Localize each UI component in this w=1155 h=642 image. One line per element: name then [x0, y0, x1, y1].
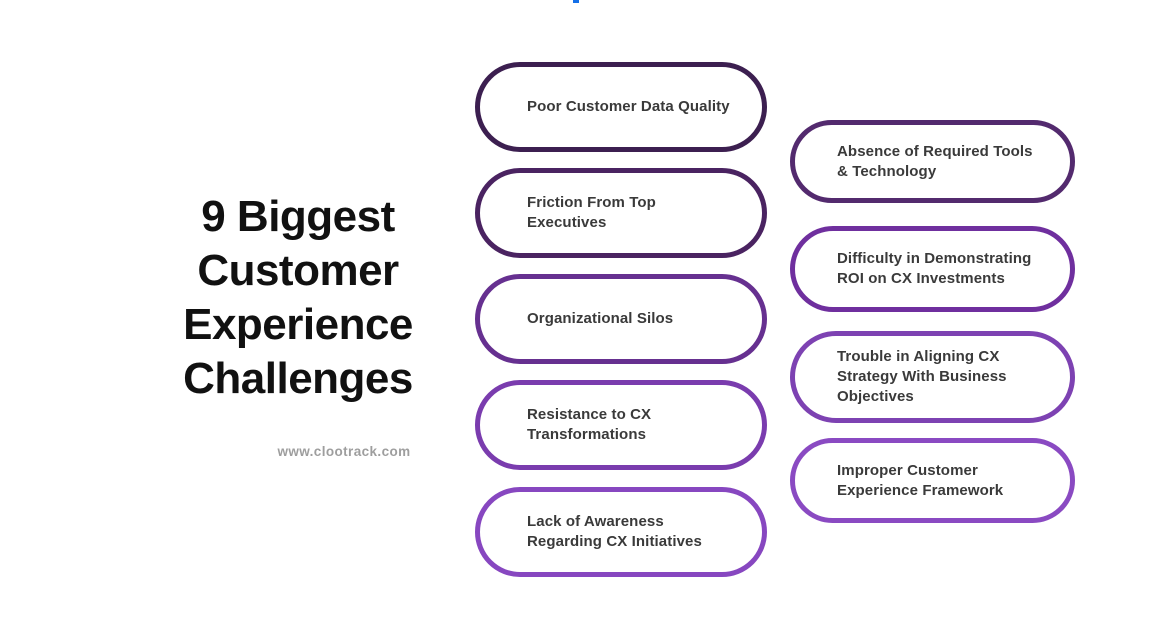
challenge-pill-poor-customer-data-quality: Poor Customer Data Quality	[475, 62, 767, 152]
challenge-pill-difficulty-demonstrating-roi: Difficulty in Demonstrating ROI on CX In…	[790, 226, 1075, 312]
page-title: 9 Biggest Customer Experience Challenges	[150, 190, 446, 406]
challenge-pill-lack-of-awareness: Lack of Awareness Regarding CX Initiativ…	[475, 487, 767, 577]
challenge-label: Resistance to CX Transformations	[527, 406, 652, 443]
challenge-label: Improper Customer Experience Framework	[837, 461, 1004, 499]
challenge-pill-improper-cx-framework: Improper Customer Experience Framework	[790, 438, 1075, 523]
challenge-label: Trouble in Aligning CX Strategy With Bus…	[837, 348, 1007, 405]
challenge-pill-absence-of-tools-technology: Absence of Required Tools & Technology	[790, 120, 1075, 203]
challenge-pill-organizational-silos: Organizational Silos	[475, 274, 767, 364]
challenge-label: Organizational Silos	[527, 310, 674, 327]
challenge-label: Friction From Top Executives	[527, 194, 656, 231]
title-line-3: Experience	[183, 300, 413, 349]
website-url: www.clootrack.com	[277, 444, 411, 459]
challenge-label: Poor Customer Data Quality	[527, 98, 730, 115]
challenge-label: Absence of Required Tools & Technology	[837, 142, 1033, 180]
title-line-4: Challenges	[183, 354, 413, 403]
challenge-label: Lack of Awareness Regarding CX Initiativ…	[527, 513, 702, 550]
title-line-2: Customer	[197, 246, 399, 295]
challenge-pill-resistance-to-cx-transformations: Resistance to CX Transformations	[475, 380, 767, 470]
challenge-pill-friction-from-top-executives: Friction From Top Executives	[475, 168, 767, 258]
blue-tick-artifact	[573, 0, 579, 3]
title-line-1: 9 Biggest	[201, 192, 395, 241]
challenge-label: Difficulty in Demonstrating ROI on CX In…	[837, 250, 1032, 287]
challenge-pill-trouble-aligning-cx-strategy: Trouble in Aligning CX Strategy With Bus…	[790, 331, 1075, 423]
